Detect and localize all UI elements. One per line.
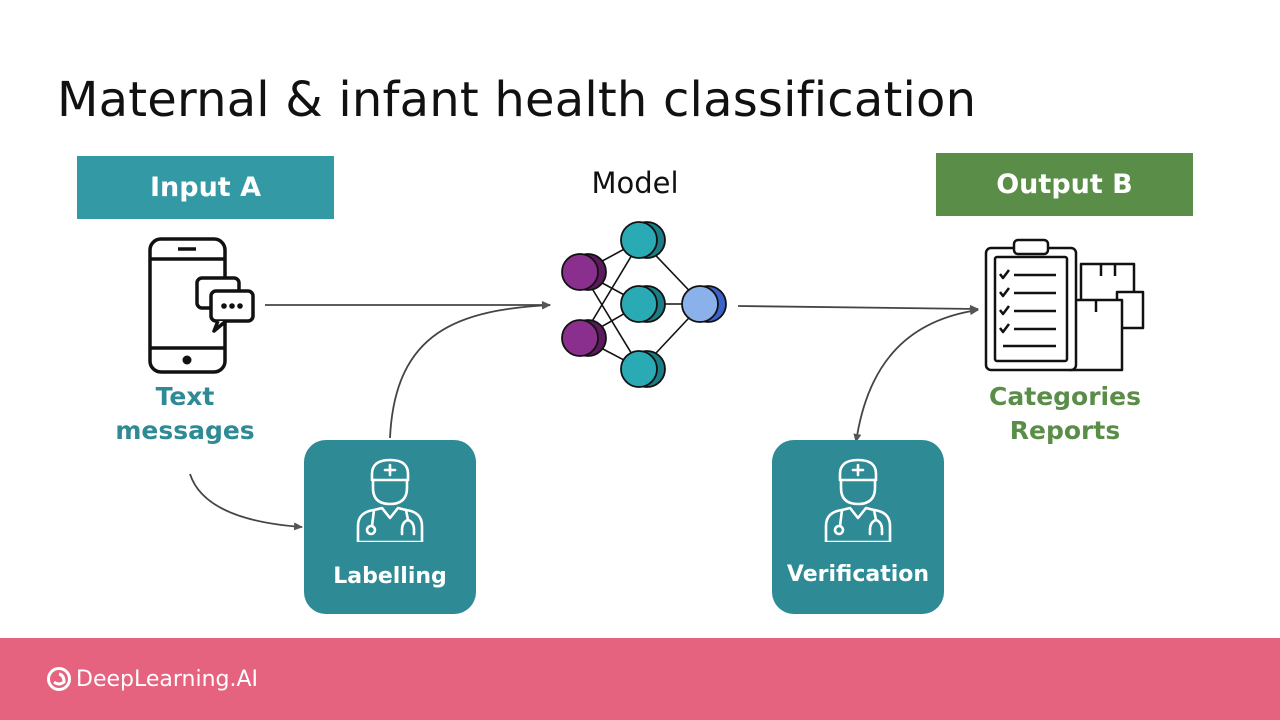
hidden-node [620,350,658,388]
hidden-node [620,285,658,323]
model-label: Model [591,166,679,200]
output-label: Output B [996,169,1133,200]
arrow-output-verification [853,307,979,443]
input-node [561,319,599,357]
doctor-icon [824,458,892,542]
output-caption-line-2: Reports [1009,416,1121,445]
arrow-input-to-labelling [189,473,303,531]
output-label-box: Output B [936,153,1193,216]
input-caption: Text messages [85,380,285,448]
brand-logo: DeepLearning.AI [46,666,258,692]
verification-card: Verification [772,440,944,614]
output-caption: Categories Reports [955,380,1175,448]
verification-label: Verification [786,562,930,587]
labelling-label: Labelling [333,564,447,589]
deeplearning-logo-icon [47,667,71,691]
input-label: Input A [149,172,262,203]
footer-bar [0,638,1280,720]
arrow-labelling-to-model [389,301,551,439]
diagram-canvas [148,221,1145,531]
input-caption-line-1: Text [155,382,215,411]
brand-name: DeepLearning.AI [76,666,259,692]
doctor-icon [356,458,424,542]
clipboard-report-icon [984,238,1145,372]
arrow-model-to-output [737,304,979,313]
labelling-card: Labelling [304,440,476,614]
input-node [561,253,599,291]
neural-network-icon [561,221,727,388]
output-caption-line-1: Categories [989,382,1141,411]
input-caption-line-2: messages [115,416,255,445]
hidden-node [620,221,658,259]
input-label-box: Input A [77,156,334,219]
smartphone-chat-icon [148,237,255,374]
slide-title: Maternal & infant health classification [57,72,977,128]
output-node [681,285,719,323]
